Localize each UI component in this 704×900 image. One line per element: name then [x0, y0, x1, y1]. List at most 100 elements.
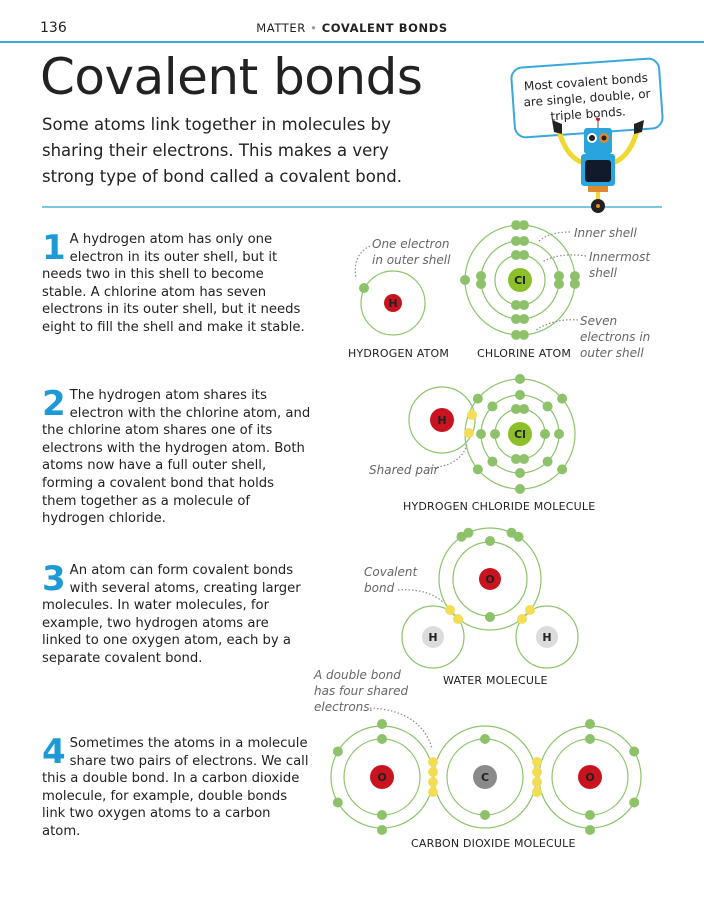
electron — [456, 531, 467, 542]
nucleus — [578, 765, 602, 789]
electron — [519, 236, 529, 246]
electron — [569, 278, 580, 289]
pointer-arrow — [429, 444, 468, 469]
section-label: MATTER — [256, 21, 306, 35]
electron — [511, 236, 521, 246]
electron — [511, 314, 521, 324]
nucleus-symbol: Cl — [514, 428, 526, 441]
electron-shell — [433, 725, 537, 829]
electron — [445, 605, 455, 615]
nucleus — [508, 422, 532, 446]
nucleus-symbol: H — [437, 414, 446, 427]
electron — [518, 220, 529, 231]
electron-shell — [401, 605, 465, 669]
nucleus — [473, 765, 497, 789]
hcl-caption: HYDROGEN CHLORIDE MOLECULE — [403, 500, 596, 513]
electron — [585, 825, 595, 835]
section-number: 2 — [42, 384, 66, 424]
electron — [554, 429, 564, 439]
electron — [585, 719, 595, 729]
electron — [518, 329, 529, 340]
electron — [485, 612, 495, 622]
electron — [332, 797, 343, 808]
electron — [515, 374, 525, 384]
inner-shell-note: Inner shell — [574, 226, 637, 240]
nucleus-symbol: C — [481, 771, 489, 784]
electron — [453, 614, 463, 624]
pointer-arrow — [397, 589, 445, 604]
electron — [511, 220, 522, 231]
nucleus-symbol: H — [388, 297, 397, 310]
section-text: An atom can form covalent bonds with sev… — [42, 563, 301, 666]
electron — [519, 454, 529, 464]
shared-pair-note: Shared pair — [369, 463, 439, 477]
electron — [542, 401, 553, 412]
electron — [428, 767, 438, 777]
electron — [485, 536, 495, 546]
electron — [487, 401, 498, 412]
electron — [377, 825, 387, 835]
pointer-arrow — [537, 231, 571, 243]
electron — [519, 250, 529, 260]
co2-caption: CARBON DIOXIDE MOLECULE — [411, 837, 576, 850]
electron — [428, 787, 438, 797]
pointer-arrow — [535, 319, 579, 331]
nucleus — [370, 765, 394, 789]
nucleus-symbol: O — [585, 771, 594, 784]
electron — [377, 810, 387, 820]
electron — [515, 468, 525, 478]
electron — [428, 757, 438, 767]
electron — [532, 757, 542, 767]
electron — [585, 810, 595, 820]
nucleus — [430, 408, 454, 432]
section-text: Sometimes the atoms in a molecule share … — [42, 736, 309, 839]
electron — [511, 250, 521, 260]
electron — [532, 787, 542, 797]
section-number: 3 — [42, 559, 66, 599]
nucleus — [479, 568, 501, 590]
electron — [629, 746, 640, 757]
electron — [480, 734, 490, 744]
nucleus-symbol: H — [542, 631, 551, 644]
section-number: 1 — [42, 228, 66, 268]
electron — [332, 746, 343, 757]
hydrogen-atom-caption: HYDROGEN ATOM — [348, 347, 450, 360]
pointer-arrow — [541, 254, 587, 263]
nucleus-symbol: H — [428, 631, 437, 644]
electron — [467, 410, 477, 420]
chlorine-atom-caption: CHLORINE ATOM — [477, 347, 572, 360]
nucleus — [508, 268, 532, 292]
pointer-arrow — [354, 245, 371, 279]
separator: • — [310, 21, 318, 35]
electron — [511, 404, 521, 414]
running-header: MATTER • COVALENT BONDS — [0, 21, 704, 35]
electron — [525, 605, 535, 615]
electron — [476, 271, 486, 281]
electron — [464, 428, 474, 438]
section-divider — [42, 206, 662, 208]
electron — [517, 614, 527, 624]
electron — [532, 777, 542, 787]
electron — [472, 393, 483, 404]
innermost-shell-note: Innermost shell — [589, 250, 651, 280]
page-title: Covalent bonds — [40, 48, 423, 106]
seven-electrons-note: Seven electrons in outer shell — [580, 314, 651, 360]
electron — [511, 454, 521, 464]
double-bond-note: A double bond has four shared electrons. — [314, 668, 409, 714]
nucleus-symbol: O — [485, 573, 494, 586]
nucleus — [422, 626, 444, 648]
electron — [460, 275, 470, 285]
intro-text: Some atoms link together in molecules by… — [42, 115, 403, 186]
pointer-arrow — [369, 707, 433, 749]
electron — [377, 719, 387, 729]
electron-shell — [438, 527, 542, 631]
electron — [377, 734, 387, 744]
page-number: 136 — [40, 20, 67, 36]
nucleus — [536, 626, 558, 648]
electron — [472, 464, 483, 475]
electron — [480, 810, 490, 820]
